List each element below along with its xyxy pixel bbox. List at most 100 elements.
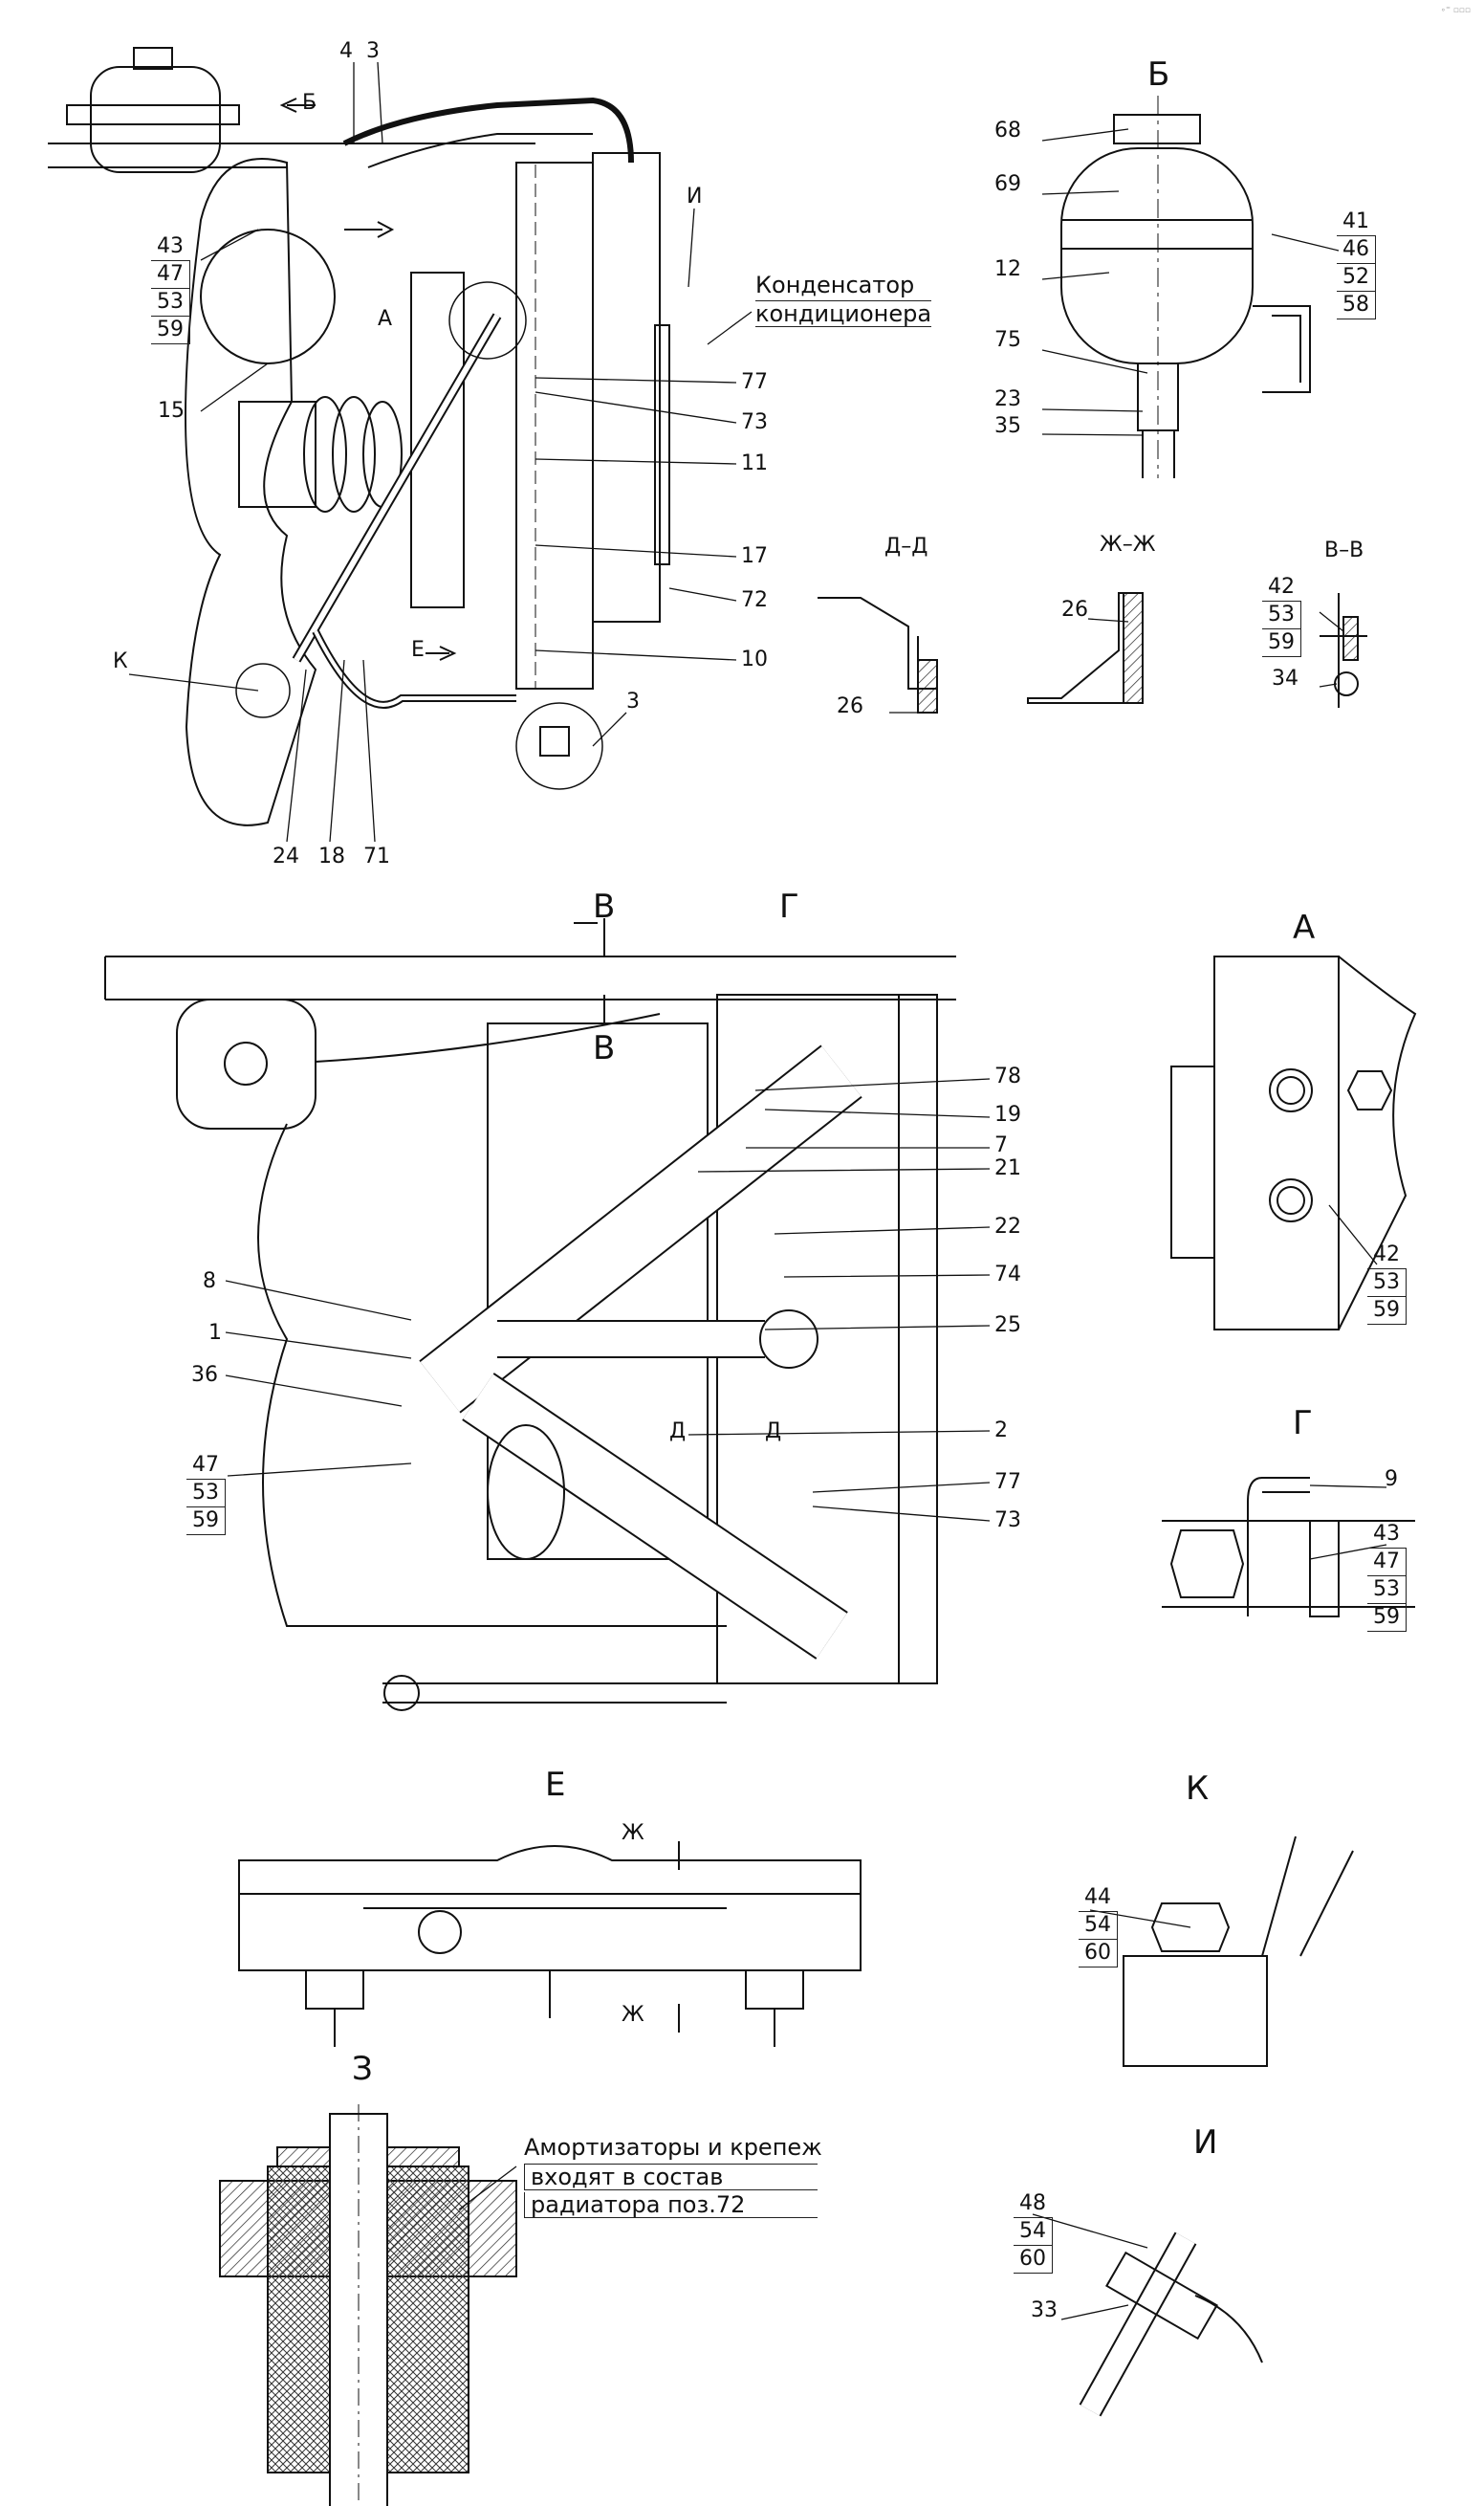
view-marker-g: Г (779, 888, 799, 926)
callout-17: 17 (741, 544, 768, 568)
callout-54: 54 (1014, 2218, 1053, 2246)
view-z-drawing (219, 2104, 517, 2506)
callout-stack-47: 47 53 59 (186, 1452, 226, 1535)
callout-36: 36 (191, 1363, 218, 1387)
section-zhzh-callout-26: 26 (1061, 598, 1088, 622)
callout-35: 35 (994, 414, 1021, 438)
callout-23: 23 (994, 387, 1021, 411)
view-z-title: З (352, 2050, 373, 2088)
view-g-drawing (1162, 1477, 1415, 1617)
section-zhzh-title: Ж–Ж (1100, 533, 1156, 557)
leader-lines (128, 61, 1387, 2320)
cut-v-top: В (593, 888, 616, 926)
callout-12: 12 (994, 257, 1021, 281)
callout-3: 3 (366, 39, 380, 63)
view-b-drawing (1060, 96, 1311, 478)
tank-body (1060, 147, 1254, 364)
callout-73: 73 (741, 410, 768, 434)
fan-shroud (410, 272, 465, 608)
callout-74: 74 (994, 1263, 1021, 1286)
callout-60: 60 (1079, 1940, 1118, 1967)
callout-60: 60 (1014, 2246, 1053, 2274)
callout-59: 59 (186, 1507, 226, 1535)
corner-mark: ∘⁼ ▫▫▫ (1440, 6, 1471, 15)
callout-68: 68 (994, 119, 1021, 143)
damper-note-line2: входят в состав (524, 2164, 818, 2190)
cut-v-bottom: В (593, 1029, 616, 1067)
callout-stack-41: 41 46 52 58 (1337, 209, 1376, 319)
damper-note-line3: радиатора поз.72 (524, 2192, 818, 2218)
section-vv-stack: 42 53 59 (1262, 574, 1301, 657)
section-mark-d2: Д (765, 1419, 782, 1443)
callout-71: 71 (363, 845, 390, 868)
callout-9: 9 (1385, 1467, 1398, 1491)
callout-18: 18 (318, 845, 345, 868)
callout-stack-43: 43 47 53 59 (151, 233, 190, 344)
callout-22: 22 (994, 1215, 1021, 1239)
callout-10: 10 (741, 648, 768, 671)
radiator-core (515, 162, 594, 690)
callout-21: 21 (994, 1156, 1021, 1180)
expansion-tank (90, 66, 221, 173)
callout-73b: 73 (994, 1508, 1021, 1532)
condenser-note-line2: кондиционера (755, 300, 932, 327)
callout-48: 48 (1014, 2190, 1053, 2218)
callout-44: 44 (1079, 1884, 1118, 1912)
top-view-drawing (48, 47, 670, 826)
condenser-note-line1: Конденсатор (755, 272, 915, 298)
view-arrow-e: Е (411, 638, 425, 662)
callout-59: 59 (151, 317, 190, 344)
sections-drawing (818, 592, 1367, 714)
callout-77b: 77 (994, 1470, 1021, 1494)
main-view-drawing (104, 918, 956, 1711)
callout-41: 41 (1337, 209, 1376, 236)
callout-15: 15 (158, 399, 185, 423)
callout-59: 59 (1367, 1297, 1407, 1325)
view-a-title: А (1293, 909, 1316, 947)
callout-54: 54 (1079, 1912, 1118, 1940)
callout-78: 78 (994, 1065, 1021, 1088)
view-i-stack: 48 54 60 (1014, 2190, 1053, 2274)
view-arrow-b: Б (302, 91, 317, 115)
view-i-drawing (1079, 2231, 1263, 2417)
callout-47: 47 (186, 1452, 226, 1480)
callout-1: 1 (208, 1321, 222, 1345)
callout-25: 25 (994, 1313, 1021, 1337)
view-g-stack: 43 47 53 59 (1367, 1521, 1407, 1632)
callout-24: 24 (273, 845, 299, 868)
section-mark-d1: Д (669, 1419, 687, 1443)
callout-2: 2 (994, 1418, 1008, 1442)
view-arrow-a: А (378, 307, 393, 331)
view-i-title: И (1193, 2123, 1218, 2162)
callout-53: 53 (1367, 1576, 1407, 1604)
callout-53: 53 (151, 289, 190, 317)
section-dd-callout-26: 26 (837, 694, 863, 718)
callout-4: 4 (339, 39, 353, 63)
callout-59: 59 (1262, 629, 1301, 657)
callout-47: 47 (151, 261, 190, 289)
callout-77: 77 (741, 370, 768, 394)
callout-43: 43 (151, 233, 190, 261)
callout-42: 42 (1262, 574, 1301, 602)
callout-53: 53 (186, 1480, 226, 1507)
view-a-drawing (1170, 956, 1417, 1330)
callout-58: 58 (1337, 292, 1376, 319)
callout-33: 33 (1031, 2298, 1058, 2322)
view-k-stack: 44 54 60 (1079, 1884, 1118, 1967)
view-g-title: Г (1293, 1404, 1313, 1442)
callout-52: 52 (1337, 264, 1376, 292)
tank-cap (1113, 114, 1201, 144)
view-marker-i: И (687, 185, 703, 209)
callout-69: 69 (994, 172, 1021, 196)
callout-53: 53 (1367, 1269, 1407, 1297)
callout-46: 46 (1337, 236, 1376, 264)
damper-note-line1: Амортизаторы и крепеж (524, 2134, 822, 2161)
callout-8: 8 (203, 1269, 216, 1293)
callout-47: 47 (1367, 1549, 1407, 1576)
callout-34: 34 (1272, 667, 1298, 691)
view-e-title: Е (545, 1766, 566, 1804)
callout-43: 43 (1367, 1521, 1407, 1549)
section-dd-title: Д–Д (884, 535, 928, 559)
callout-42: 42 (1367, 1242, 1407, 1269)
